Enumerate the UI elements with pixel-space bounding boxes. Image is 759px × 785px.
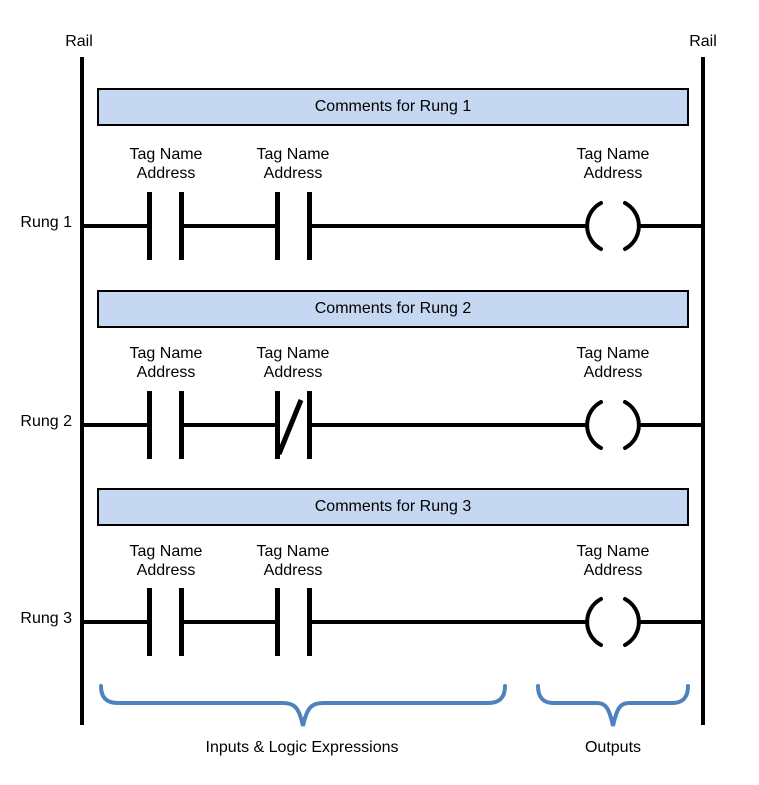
tag-name: Tag Name — [129, 345, 203, 362]
rung-line-segment — [637, 224, 703, 228]
rung-line-segment — [312, 224, 589, 228]
no-contact-symbol — [179, 391, 184, 459]
contact-tag-label: Tag Name Address — [96, 542, 236, 582]
right-rail — [701, 57, 705, 725]
no-contact-symbol — [275, 192, 280, 260]
tag-address: Address — [263, 165, 323, 182]
rung-label: Rung 2 — [20, 413, 72, 430]
no-contact-symbol — [147, 588, 152, 656]
no-contact-symbol — [179, 588, 184, 656]
no-contact-symbol — [307, 192, 312, 260]
coil-tag-label: Tag Name Address — [543, 344, 683, 384]
tag-address: Address — [136, 562, 196, 579]
contact-tag-label: Tag Name Address — [96, 145, 236, 185]
rung-line-segment — [637, 620, 703, 624]
rung-line-segment — [637, 423, 703, 427]
tag-name: Tag Name — [256, 345, 330, 362]
rung-line-segment — [82, 423, 147, 427]
tag-address: Address — [583, 364, 643, 381]
tag-name: Tag Name — [576, 345, 650, 362]
nc-contact-symbol — [307, 391, 312, 459]
rung-line-segment — [184, 224, 275, 228]
tag-name: Tag Name — [256, 543, 330, 560]
rung-line-segment — [184, 620, 275, 624]
tag-address: Address — [263, 364, 323, 381]
rung-line-segment — [312, 423, 589, 427]
tag-address: Address — [583, 562, 643, 579]
rung-comment-box: Comments for Rung 1 — [97, 88, 689, 126]
no-contact-symbol — [147, 391, 152, 459]
tag-name: Tag Name — [129, 146, 203, 163]
no-contact-symbol — [275, 588, 280, 656]
coil-tag-label: Tag Name Address — [543, 145, 683, 185]
tag-address: Address — [263, 562, 323, 579]
rung-line-segment — [184, 423, 275, 427]
tag-name: Tag Name — [576, 543, 650, 560]
tag-name: Tag Name — [576, 146, 650, 163]
contact-tag-label: Tag Name Address — [96, 344, 236, 384]
contact-tag-label: Tag Name Address — [223, 344, 363, 384]
tag-address: Address — [136, 165, 196, 182]
nc-contact-slash — [276, 399, 304, 455]
contact-tag-label: Tag Name Address — [223, 542, 363, 582]
tag-name: Tag Name — [256, 146, 330, 163]
outputs-label: Outputs — [584, 739, 642, 756]
coil-symbol — [585, 400, 641, 450]
coil-symbol — [585, 201, 641, 251]
rung-label: Rung 1 — [20, 214, 72, 231]
underbrace-inputs — [99, 684, 507, 727]
rung-label: Rung 3 — [20, 610, 72, 627]
coil-symbol — [585, 597, 641, 647]
no-contact-symbol — [147, 192, 152, 260]
rail-label-left: Rail — [65, 33, 93, 50]
tag-address: Address — [583, 165, 643, 182]
coil-tag-label: Tag Name Address — [543, 542, 683, 582]
tag-address: Address — [136, 364, 196, 381]
no-contact-symbol — [179, 192, 184, 260]
left-rail — [80, 57, 84, 725]
nc-contact-symbol — [275, 391, 280, 459]
rail-label-right: Rail — [689, 33, 717, 50]
tag-name: Tag Name — [129, 543, 203, 560]
contact-tag-label: Tag Name Address — [223, 145, 363, 185]
no-contact-symbol — [307, 588, 312, 656]
inputs-label: Inputs & Logic Expressions — [205, 739, 399, 756]
rung-line-segment — [312, 620, 589, 624]
rung-line-segment — [82, 224, 147, 228]
rung-line-segment — [82, 620, 147, 624]
rung-comment-box: Comments for Rung 3 — [97, 488, 689, 526]
underbrace-outputs — [536, 684, 690, 727]
rung-comment-box: Comments for Rung 2 — [97, 290, 689, 328]
